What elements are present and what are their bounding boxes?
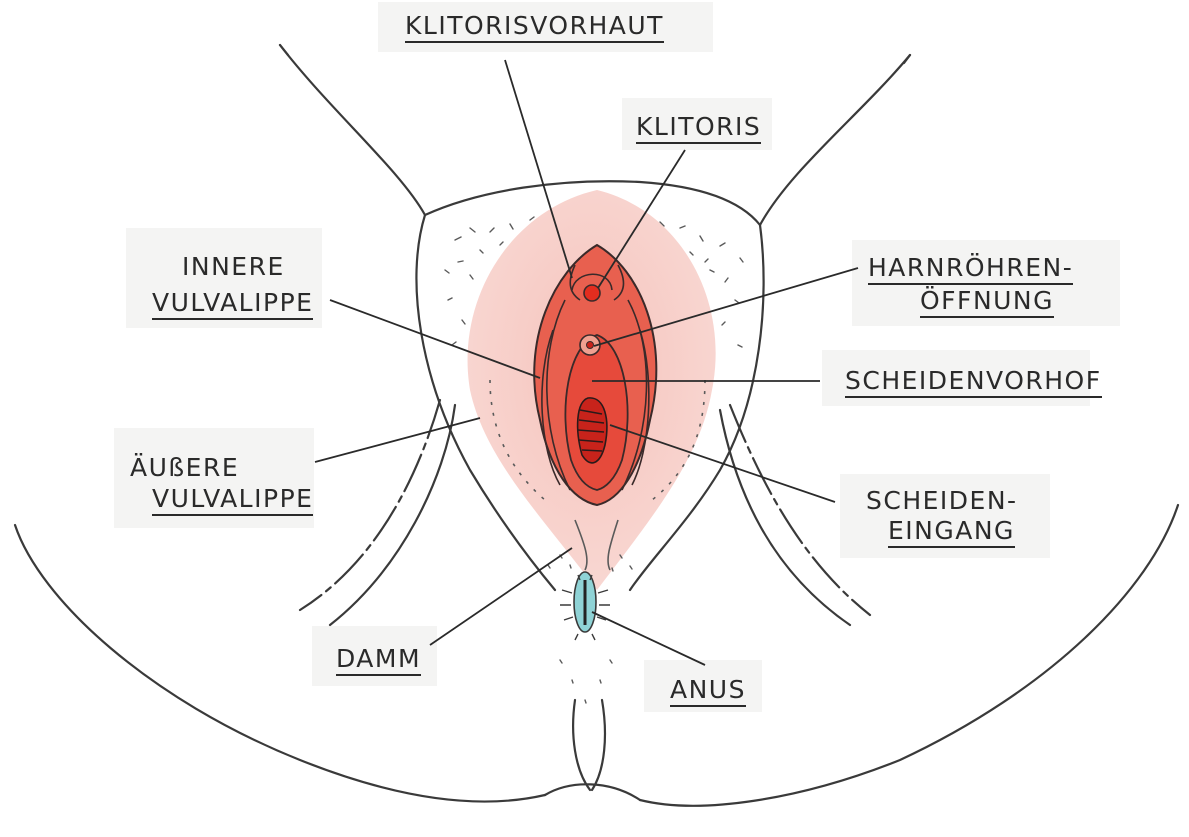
- label-outer-lip-line1: ÄUßERE: [130, 455, 239, 480]
- label-inner-lip-line2: VULVALIPPE: [152, 290, 313, 320]
- label-anus: ANUS: [670, 677, 746, 707]
- label-clitoris: KLITORIS: [636, 114, 761, 144]
- leader-line-perineum: [430, 548, 572, 645]
- label-vaginal-opening-line2: EINGANG: [888, 518, 1015, 548]
- label-clitoral-hood: KLITORISVORHAUT: [405, 13, 664, 43]
- vaginal-opening: [578, 398, 607, 463]
- label-perineum: DAMM: [336, 646, 421, 676]
- label-outer-lip-line2: VULVALIPPE: [152, 486, 313, 516]
- label-urethra-line2: ÖFFNUNG: [920, 288, 1054, 318]
- label-vaginal-opening-line1: SCHEIDEN-: [866, 488, 1018, 513]
- label-vestibule: SCHEIDENVORHOF: [845, 368, 1102, 398]
- label-inner-lip-line1: INNERE: [182, 254, 285, 279]
- label-urethra-line1: HARNRÖHREN-: [868, 255, 1073, 285]
- leader-line-anus: [592, 612, 705, 665]
